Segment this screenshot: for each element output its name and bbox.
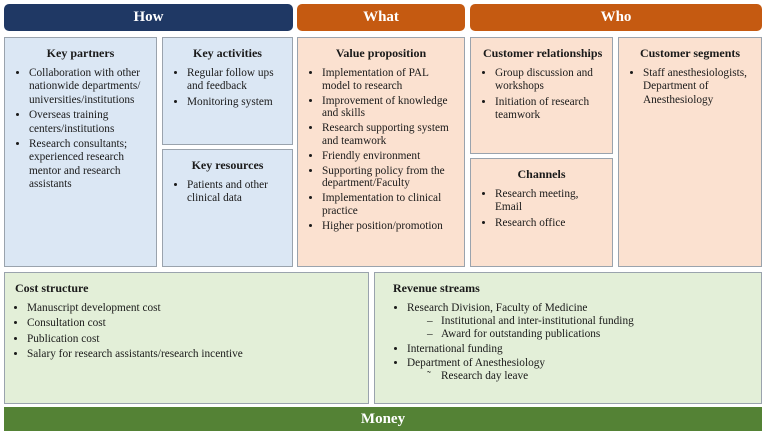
how-label: How xyxy=(133,9,164,25)
customer-relationships-box: Customer relationships Group discussion … xyxy=(470,37,613,154)
key-resources-title: Key resources xyxy=(191,158,264,172)
customer-relationships-title: Customer relationships xyxy=(483,46,603,60)
key-resources-item: Patients and other clinical data xyxy=(187,179,286,206)
key-partners-item: Research consultants; experienced resear… xyxy=(29,138,150,192)
customer-segments-item: Staff anesthesiologists, Department of A… xyxy=(643,67,755,107)
revenue-subitem: ˜ Research day leave xyxy=(427,370,749,383)
channels-item: Research office xyxy=(495,217,606,230)
key-activities-list: Regular follow ups and feedback Monitori… xyxy=(163,67,292,109)
value-proposition-item: Research supporting system and teamwork xyxy=(322,122,458,148)
value-proposition-item: Higher position/promotion xyxy=(322,220,458,233)
cost-structure-item: Manuscript development cost xyxy=(27,302,362,315)
revenue-streams-box: Revenue streams Research Division, Facul… xyxy=(374,272,762,404)
value-proposition-item: Supporting policy from the department/Fa… xyxy=(322,165,458,191)
revenue-subitem: –Institutional and inter-institutional f… xyxy=(427,315,749,328)
revenue-streams-list: Research Division, Faculty of Medicine –… xyxy=(375,302,761,384)
sub-marker: ˜ xyxy=(427,370,431,383)
revenue-streams-item: International funding xyxy=(407,343,755,356)
revenue-sublist-anesthesiology: ˜ Research day leave xyxy=(407,370,755,383)
value-proposition-item: Implementation of PAL model to research xyxy=(322,67,458,93)
money-banner: Money xyxy=(4,407,762,431)
channels-box: Channels Research meeting, Email Researc… xyxy=(470,158,613,267)
how-banner: How xyxy=(4,4,293,31)
key-partners-item: Overseas training centers/institutions xyxy=(29,109,150,136)
key-activities-item: Regular follow ups and feedback xyxy=(187,67,286,94)
revenue-subitem-label: Research day leave xyxy=(441,370,529,383)
cost-structure-item: Salary for research assistants/research … xyxy=(27,348,362,361)
customer-segments-box: Customer segments Staff anesthesiologist… xyxy=(618,37,762,267)
value-proposition-item: Improvement of knowledge and skills xyxy=(322,95,458,121)
key-partners-list: Collaboration with other nationwide depa… xyxy=(5,67,156,192)
revenue-streams-item-label: Research Division, Faculty of Medicine xyxy=(407,302,588,314)
cost-structure-list: Manuscript development cost Consultation… xyxy=(5,302,368,362)
revenue-subitem: –Award for outstanding publications xyxy=(427,328,749,341)
value-proposition-item: Implementation to clinical practice xyxy=(322,192,458,218)
what-banner: What xyxy=(297,4,465,31)
value-proposition-title: Value proposition xyxy=(335,46,427,60)
key-partners-item: Collaboration with other nationwide depa… xyxy=(29,67,150,107)
value-proposition-item: Friendly environment xyxy=(322,150,458,163)
sub-marker: – xyxy=(427,328,433,341)
channels-item: Research meeting, Email xyxy=(495,188,606,215)
revenue-streams-item: Research Division, Faculty of Medicine –… xyxy=(407,302,755,342)
customer-relationships-item: Initiation of research teamwork xyxy=(495,96,606,123)
cost-structure-title: Cost structure xyxy=(15,281,89,295)
channels-title: Channels xyxy=(517,167,566,181)
sub-marker: – xyxy=(427,314,433,327)
value-proposition-list: Implementation of PAL model to research … xyxy=(298,67,464,233)
money-label: Money xyxy=(360,410,406,427)
cost-structure-item: Consultation cost xyxy=(27,317,362,330)
key-resources-box: Key resources Patients and other clinica… xyxy=(162,149,293,267)
customer-relationships-list: Group discussion and workshops Initiatio… xyxy=(471,67,612,123)
revenue-sublist-faculty: –Institutional and inter-institutional f… xyxy=(407,315,755,342)
what-label: What xyxy=(363,9,399,25)
customer-segments-list: Staff anesthesiologists, Department of A… xyxy=(619,67,761,107)
revenue-streams-item: Department of Anesthesiology ˜ Research d… xyxy=(407,357,755,383)
customer-relationships-item: Group discussion and workshops xyxy=(495,67,606,94)
key-resources-list: Patients and other clinical data xyxy=(163,179,292,206)
value-proposition-box: Value proposition Implementation of PAL … xyxy=(297,37,465,267)
key-activities-box: Key activities Regular follow ups and fe… xyxy=(162,37,293,145)
revenue-subitem-label: Institutional and inter-institutional fu… xyxy=(441,314,634,327)
key-partners-box: Key partners Collaboration with other na… xyxy=(4,37,157,267)
cost-structure-box: Cost structure Manuscript development co… xyxy=(4,272,369,404)
revenue-streams-item-label: Department of Anesthesiology xyxy=(407,357,546,370)
channels-list: Research meeting, Email Research office xyxy=(471,188,612,230)
key-activities-item: Monitoring system xyxy=(187,96,286,109)
who-banner: Who xyxy=(470,4,762,31)
key-activities-title: Key activities xyxy=(193,46,262,60)
customer-segments-title: Customer segments xyxy=(639,46,741,60)
key-partners-title: Key partners xyxy=(46,46,115,60)
cost-structure-item: Publication cost xyxy=(27,333,362,346)
who-label: Who xyxy=(600,9,632,25)
revenue-subitem-label: Award for outstanding publications xyxy=(441,328,601,341)
revenue-streams-title: Revenue streams xyxy=(393,281,480,295)
